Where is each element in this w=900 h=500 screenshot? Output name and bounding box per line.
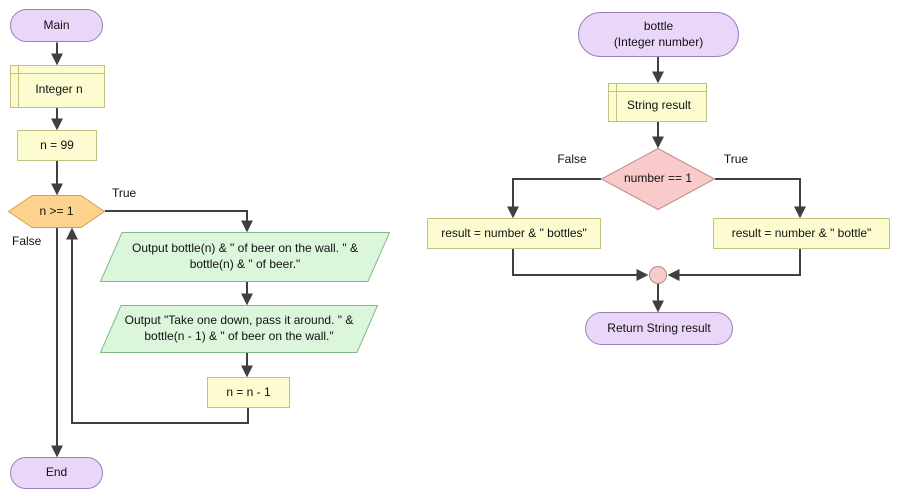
main-assign-99-label: n = 99	[40, 137, 74, 152]
main-start-node[interactable]: Main	[10, 9, 103, 42]
decision-diamond-shape	[600, 147, 716, 211]
bottle-decision-true-label: True	[723, 152, 749, 166]
main-output-wall-node[interactable]: Output bottle(n) & " of beer on the wall…	[99, 232, 391, 282]
connector-bottle-false-merge	[512, 249, 649, 281]
main-output-take-label: Output "Take one down, pass it around. "…	[124, 313, 354, 343]
output-parallelogram-shape	[99, 232, 391, 282]
main-loop-node[interactable]: n >= 1	[7, 195, 106, 228]
loop-hexagon-shape	[7, 195, 106, 228]
connector-bottle-true-branch	[715, 178, 806, 219]
main-declare-label: Integer n	[35, 82, 83, 97]
bottle-decision-node[interactable]: number == 1	[600, 147, 716, 211]
bottle-true-assign-label: result = number & " bottle"	[731, 225, 872, 240]
main-loop-true-label: True	[112, 186, 137, 200]
bottle-decision-condition-label: number == 1	[623, 171, 693, 186]
main-assign-decrement-label: n = n - 1	[226, 384, 271, 399]
merge-connector-node[interactable]	[649, 266, 667, 284]
bottle-declare-label: String result	[626, 98, 692, 113]
main-assign-decrement-node[interactable]: n = n - 1	[207, 377, 290, 408]
bottle-return-node[interactable]: Return String result	[585, 312, 733, 345]
declare-inner-line	[609, 91, 706, 92]
declare-inner-line	[616, 84, 617, 121]
bottle-false-assign-node[interactable]: result = number & " bottles"	[427, 218, 601, 249]
main-assign-99-node[interactable]: n = 99	[17, 130, 97, 161]
bottle-start-node[interactable]: bottle (Integer number)	[578, 12, 739, 57]
bottle-declare-node[interactable]: String result	[608, 83, 707, 122]
bottle-false-assign-label: result = number & " bottles"	[441, 225, 587, 240]
main-declare-node[interactable]: Integer n	[10, 65, 105, 108]
declare-inner-line	[11, 73, 104, 74]
connector-main-loop-back	[66, 227, 249, 424]
declare-inner-line	[18, 66, 19, 107]
connector-main-loop-true	[105, 210, 253, 233]
bottle-start-label: bottle (Integer number)	[613, 18, 704, 49]
bottle-return-label: Return String result	[607, 320, 711, 335]
main-loop-false-label: False	[12, 234, 42, 248]
main-start-label: Main	[43, 17, 70, 32]
main-loop-condition-label: n >= 1	[39, 203, 74, 218]
main-output-take-node[interactable]: Output "Take one down, pass it around. "…	[99, 305, 379, 353]
main-end-node[interactable]: End	[10, 457, 103, 489]
output-parallelogram-shape	[99, 305, 379, 353]
connector-bottle-true-merge	[667, 249, 801, 281]
connector-bottle-false-branch	[507, 178, 601, 219]
bottle-decision-false-label: False	[557, 152, 587, 166]
main-end-label: End	[45, 465, 68, 480]
bottle-true-assign-node[interactable]: result = number & " bottle"	[713, 218, 890, 249]
main-output-wall-label: Output bottle(n) & " of beer on the wall…	[132, 241, 358, 271]
